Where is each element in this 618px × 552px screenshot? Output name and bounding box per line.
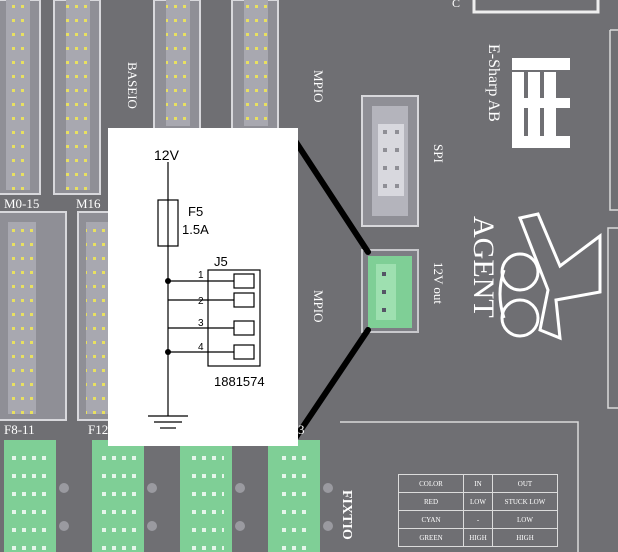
brand-name: E-Sharp AB xyxy=(485,44,502,122)
twelve-v-terminal xyxy=(361,249,419,333)
status-color-legend: COLOR IN OUT RED LOW STUCK LOW CYAN - LO… xyxy=(398,474,558,547)
board-outlines xyxy=(340,0,618,552)
legend-cell: - xyxy=(463,510,493,529)
agent-logo xyxy=(498,212,602,341)
schematic-fuse-rating: 1.5A xyxy=(182,222,209,237)
schematic-fuse-ref: F5 xyxy=(188,204,203,219)
legend-row: RED LOW STUCK LOW xyxy=(398,492,558,511)
label-12v-out: 12V out xyxy=(431,262,446,305)
label-f12: F12 xyxy=(88,422,109,437)
esharp-logo xyxy=(512,58,570,148)
schematic-pin-4: 4 xyxy=(198,342,204,353)
legend-row: CYAN - LOW xyxy=(398,510,558,529)
fixture-terminals xyxy=(4,440,333,552)
legend-cell: GREEN xyxy=(398,528,464,547)
label-mpio-top: MPIO xyxy=(311,70,326,103)
schematic-pin-1: 1 xyxy=(198,270,204,281)
legend-row: GREEN HIGH HIGH xyxy=(398,528,558,547)
schematic-part-number: 1881574 xyxy=(214,374,265,389)
legend-cell: RED xyxy=(398,492,464,511)
legend-header-in: IN xyxy=(463,474,493,493)
callout-lines xyxy=(287,130,371,443)
schematic-pin-2: 2 xyxy=(198,296,204,307)
legend-cell: CYAN xyxy=(398,510,464,529)
label-fixtio: FIXTIO xyxy=(339,490,354,540)
legend-cell: HIGH xyxy=(492,528,558,547)
schematic-connector-ref: J5 xyxy=(214,254,228,269)
legend-cell: LOW xyxy=(463,492,493,511)
label-baseio: BASEIO xyxy=(125,62,140,109)
schematic-inset: 12V F5 1.5A J5 1 2 3 4 1881574 xyxy=(108,128,298,446)
legend-header-row: COLOR IN OUT xyxy=(398,474,558,493)
label-mpio-mid: MPIO xyxy=(311,290,326,323)
label-m16: M16 xyxy=(76,196,101,211)
legend-cell: LOW xyxy=(492,510,558,529)
label-spi: SPI xyxy=(431,144,446,163)
schematic-pin-3: 3 xyxy=(198,318,204,329)
label-f8-11: F8-11 xyxy=(4,422,35,437)
schematic-drawing: 12V F5 1.5A J5 1 2 3 4 1881574 xyxy=(148,147,265,429)
header-connector-row-middle xyxy=(0,211,119,421)
header-connector-row-top xyxy=(0,0,279,195)
legend-header-out: OUT xyxy=(492,474,558,493)
label-f-end: 3 xyxy=(298,422,305,437)
label-m0-15: M0-15 xyxy=(4,196,40,211)
schematic-supply: 12V xyxy=(154,147,180,163)
spi-connector xyxy=(361,95,419,227)
label-corner-c: C xyxy=(452,0,461,10)
legend-cell: HIGH xyxy=(463,528,493,547)
legend-header-color: COLOR xyxy=(398,474,464,493)
agent-text: AGENT xyxy=(467,216,500,318)
legend-cell: STUCK LOW xyxy=(492,492,558,511)
